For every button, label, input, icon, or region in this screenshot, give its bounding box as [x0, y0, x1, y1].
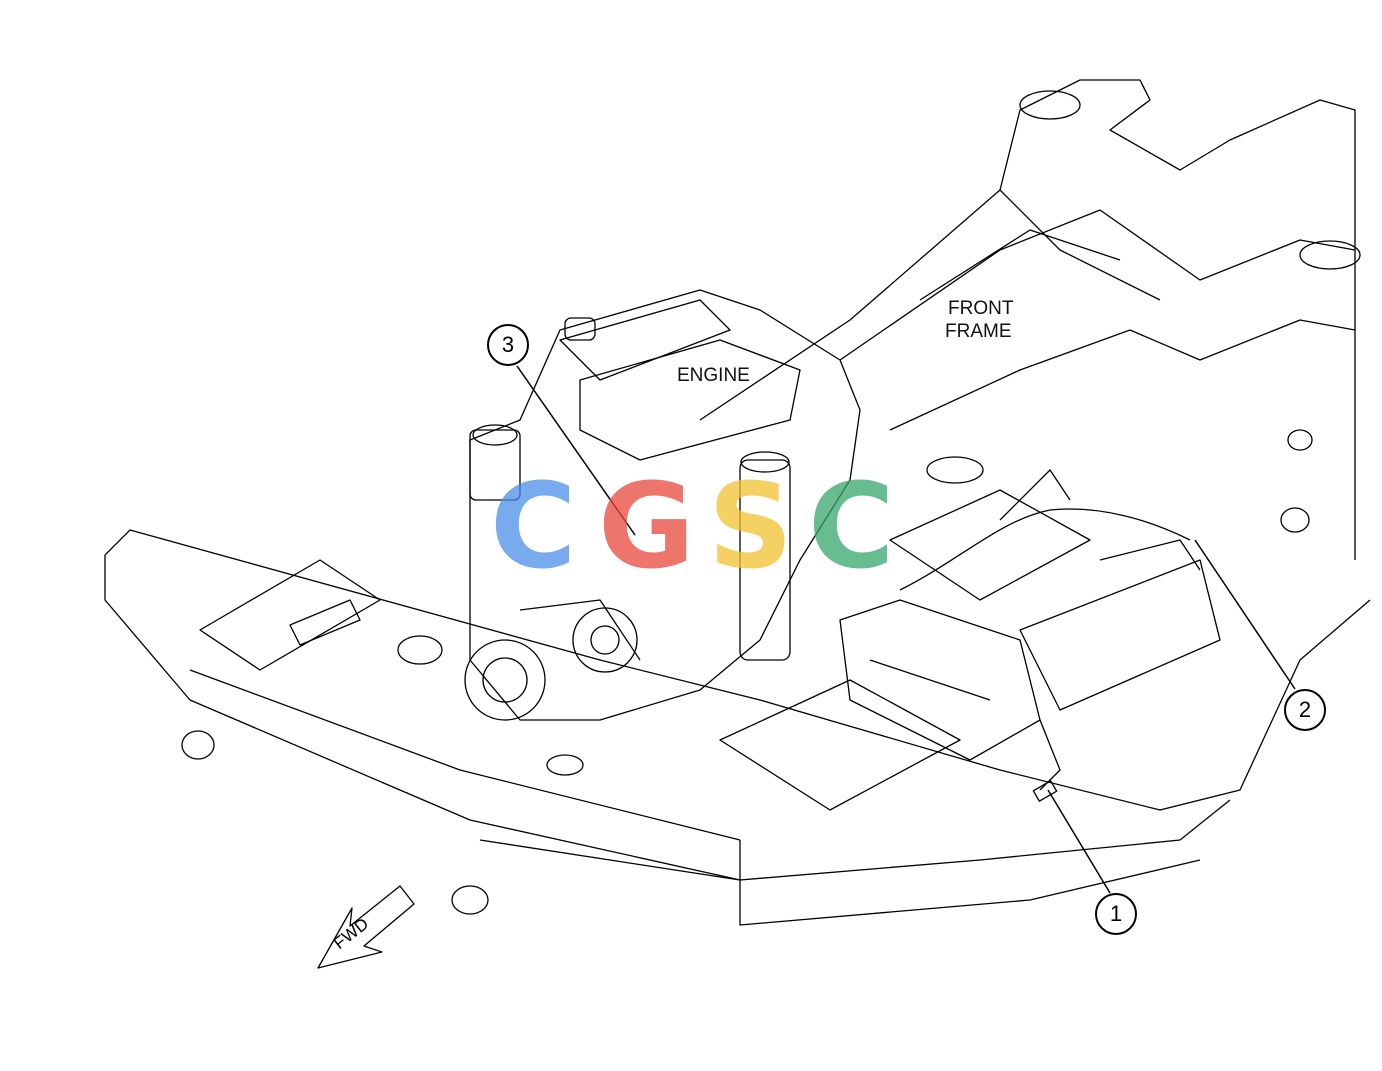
front-frame-label-line1: FRONT	[948, 298, 1014, 319]
watermark-letter-c2: C	[808, 457, 895, 595]
callout-2: 2	[1284, 689, 1326, 731]
fwd-arrow-shape	[317, 885, 415, 969]
callout-1: 1	[1095, 893, 1137, 935]
harness-assembly	[839, 469, 1201, 802]
watermark-letter-c1: C	[490, 457, 577, 595]
watermark-letter-g: G	[598, 457, 695, 595]
front-frame-label-line2: FRAME	[945, 321, 1012, 342]
front-bumper	[104, 529, 1371, 926]
rear-frame	[699, 79, 1361, 560]
callout-3: 3	[487, 324, 529, 366]
floor-plates	[199, 489, 1221, 811]
engine-block	[464, 289, 861, 721]
engine-label: ENGINE	[677, 365, 750, 386]
callout-leaders	[516, 365, 1296, 894]
watermark-letter-s: S	[708, 457, 793, 595]
